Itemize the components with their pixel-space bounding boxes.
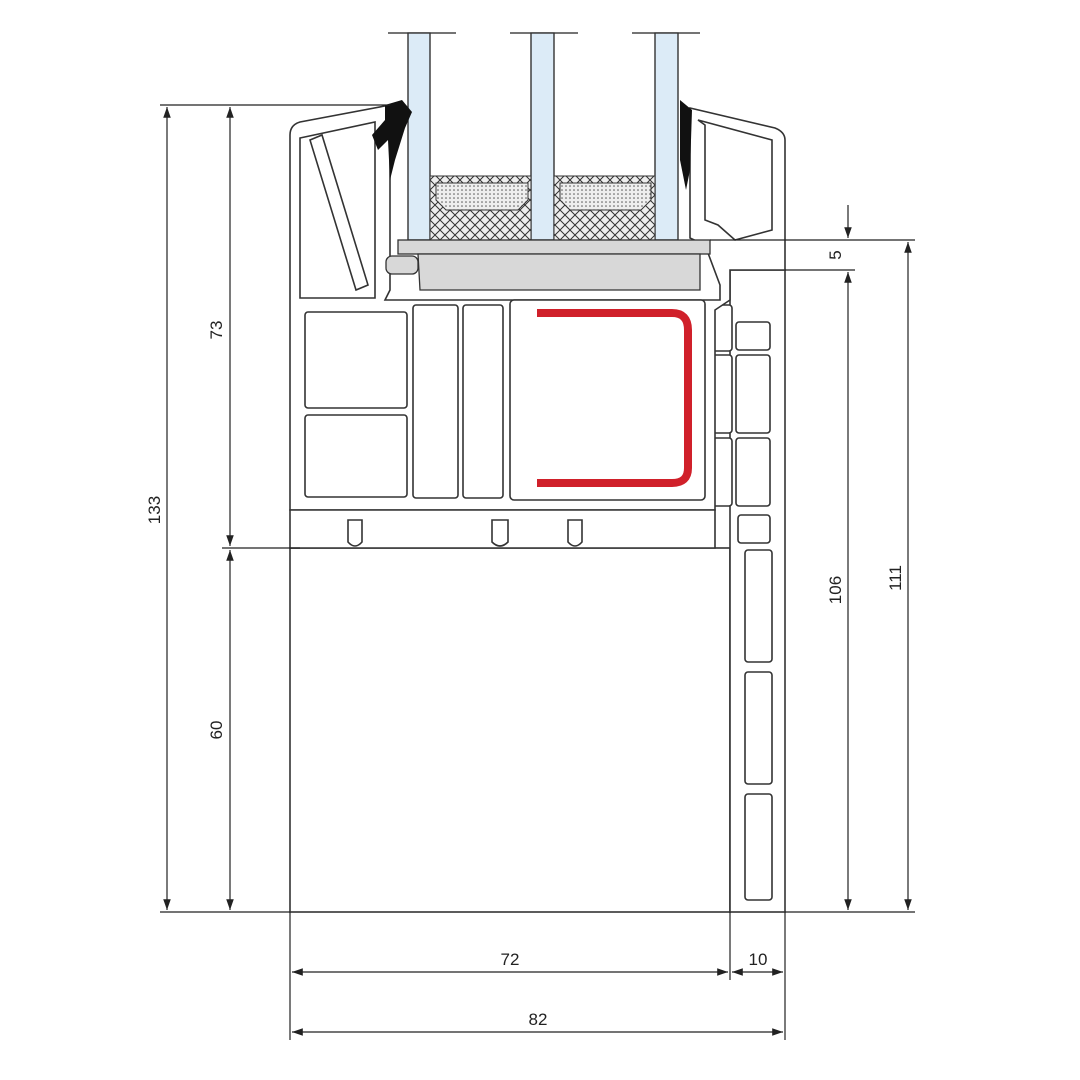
dim-label-frame-inner-height: 106 [826, 576, 845, 604]
gasket-inner [680, 100, 692, 190]
dim-label-total-height: 133 [145, 496, 164, 524]
dim-label-sash-height: 73 [207, 321, 226, 340]
dim-label-frame-width: 72 [501, 950, 520, 969]
steel-reinforcement [537, 309, 692, 487]
dimension-lines [160, 104, 915, 1040]
dim-label-total-width: 82 [529, 1010, 548, 1029]
dim-label-frame-lower-height: 60 [207, 721, 226, 740]
glass-pane-inner [654, 32, 679, 241]
sash-profile [289, 104, 786, 549]
glass-pane-outer [407, 32, 431, 241]
glazing-bridge [397, 239, 711, 255]
dim-label-lip-width: 10 [749, 950, 768, 969]
frame-profile [289, 269, 786, 913]
dim-label-frame-height: 111 [886, 565, 905, 591]
glass-pane-middle [530, 32, 555, 241]
glazing [372, 32, 711, 291]
gasket-outer [372, 100, 412, 180]
dim-label-overlap: 5 [826, 250, 845, 259]
